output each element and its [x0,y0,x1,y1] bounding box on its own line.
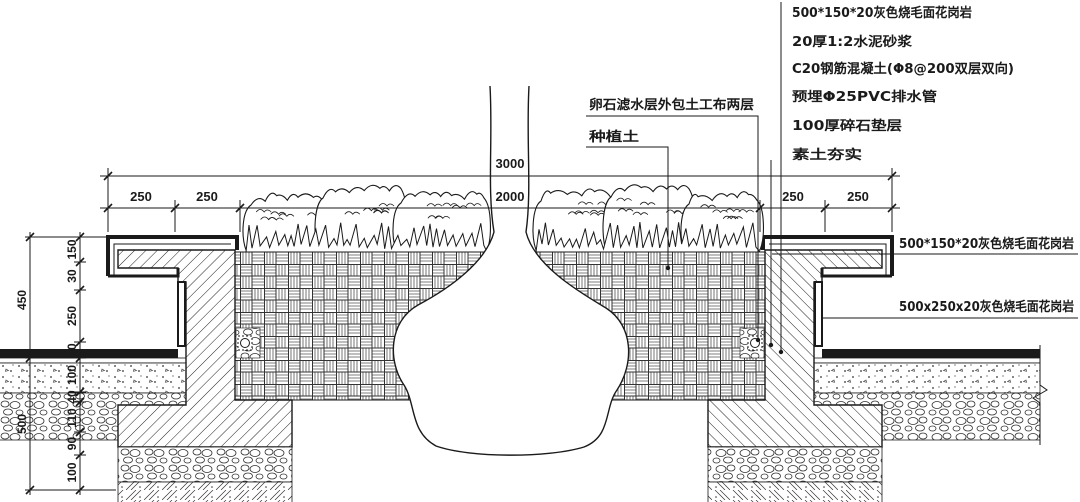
label-pvc-drain: 预埋Φ25PVC排水管 [792,89,937,105]
dim-right-segment-2: 250 [847,189,869,204]
dim-left-segment-1: 250 [130,189,152,204]
shrub-leaf-detail [434,215,451,220]
label-face-granite-right: 500x250x20灰色烧毛面花岗岩 [899,299,1074,315]
cap-mortar-line [113,243,231,276]
dim-v-90: 90 [65,437,79,451]
label-compacted-soil: 素土夯实 [792,147,862,163]
dim-pit-width: 2000 [496,189,525,204]
shrub-leaf-detail [378,203,395,207]
left-curb-structure [0,235,293,502]
shrub-canopy [392,191,491,251]
footing-gravel [117,446,293,483]
dim-v-40: 40 [65,390,79,404]
shrub-leaf-detail [725,208,741,213]
label-gravel-bed: 100厚碎石垫层 [792,118,902,134]
break-line [1032,345,1048,445]
leader-dot [755,337,761,343]
grass-tufts [535,222,762,253]
leader-lines [586,2,1078,355]
compacted-soil [117,481,293,502]
shrub-leaf-detail [442,202,458,207]
shrub-leaf-detail [260,216,276,221]
label-planting-soil: 种植土 [588,129,639,145]
shrub-leaf-detail [738,209,754,213]
material-labels: 500*150*20灰色烧毛面花岗岩 20厚1:2水泥砂浆 C20钢筋混凝土(Φ… [588,5,1074,315]
shrub-canopy [314,184,408,251]
leader-dot [665,265,671,271]
shrub-leaf-detail [363,207,379,212]
dim-v-100-a: 100 [65,365,79,385]
shrub-leaf-detail [270,211,286,215]
tree-trunk-root-ball [392,85,630,456]
shrub-leaf-detail [639,201,656,206]
leader-dot [778,349,784,355]
shrub-leaf-detail [632,211,649,216]
face-granite [177,281,186,347]
dim-v-500: 500 [15,414,29,434]
dim-v-250: 250 [65,306,79,326]
leader-dot [768,342,774,348]
shrub-leaf-detail [727,215,743,220]
dim-v-450: 450 [15,290,29,310]
shrub-leaf-detail [577,201,594,206]
shrub-leaf-detail [722,215,739,220]
shrub-leaf-detail [589,209,606,214]
shrub-leaf-detail [700,204,716,208]
shrub-leaf-detail [589,212,606,216]
dim-v-30: 30 [65,269,79,283]
shrub-leaf-detail [426,203,443,207]
shrub-leaf-detail [465,202,482,207]
shrub-layer [242,184,764,253]
shrub-leaf-detail [344,211,361,215]
concrete-base [0,362,187,394]
cap-granite-lip [108,268,180,278]
dim-v-ticks [25,232,85,495]
shrub-leaf-detail [567,211,584,215]
drain-pipe [240,338,250,348]
dim-v-20: 20 [65,343,79,357]
shrub-leaf-detail [255,209,272,213]
shrub-leaf-detail [616,197,632,202]
label-cap-granite-right: 500*150*20灰色烧毛面花岗岩 [899,236,1074,252]
dim-v-100-b: 100 [65,462,79,482]
shrub-leaf-detail [373,210,389,214]
dim-v-150: 150 [65,239,79,259]
cap-granite [106,235,239,276]
dim-overall-width: 3000 [496,156,525,171]
dim-left-segment-2: 250 [196,189,218,204]
paving-granite [0,349,178,358]
horizontal-dimensions: 3000 2000 250 250 250 250 [100,156,900,232]
label-filter-layer: 卵石滤水层外包土工布两层 [589,97,754,113]
dim-ticks [103,171,897,213]
label-mortar: 20厚1:2水泥砂浆 [792,34,913,50]
dim-right-segment-1: 250 [782,189,804,204]
dim-v-110: 110 [65,408,79,428]
shrub-leaf-detail [665,209,682,214]
grass-tufts [245,222,488,253]
leader-filter-layer [586,115,759,340]
vertical-dimensions: 150 30 250 20 100 40 110 90 100 450 500 [15,232,116,495]
label-cap-granite-top: 500*150*20灰色烧毛面花岗岩 [792,5,972,21]
label-reinforced-concrete: C20钢筋混凝土(Φ8@200双层双向) [792,61,1014,77]
shrub-leaf-detail [278,213,295,217]
leader-planting-soil [586,146,669,268]
shrub-leaf-detail [617,208,634,212]
dim-extension-lines [107,168,893,232]
shrub-leaf-detail [712,209,728,214]
